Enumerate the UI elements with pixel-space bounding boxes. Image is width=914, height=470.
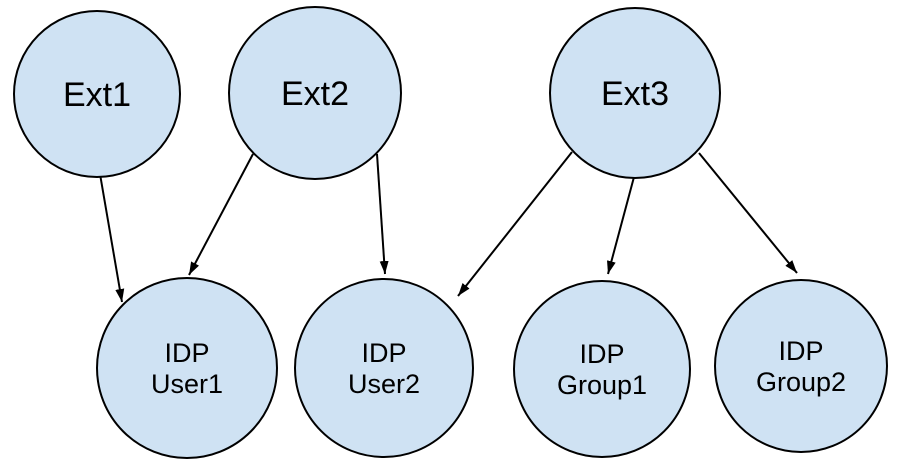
node-label-line: Group2 xyxy=(756,367,846,397)
edge-ext3-to-idp-group1 xyxy=(607,176,635,275)
node-label-ext3: Ext3 xyxy=(601,75,669,113)
edge-ext2-to-idp-user1 xyxy=(188,153,254,276)
node-label-line: Ext3 xyxy=(601,75,669,113)
node-circle-idp-group2 xyxy=(714,279,888,453)
node-label-line: IDP xyxy=(361,338,406,368)
node-circle-ext2 xyxy=(228,6,402,180)
node-label-line: IDP xyxy=(778,336,823,366)
node-label-line: Ext2 xyxy=(281,75,349,113)
node-circle-ext3 xyxy=(549,7,721,179)
node-label-line: User2 xyxy=(348,369,420,399)
edge-ext1-to-idp-user1 xyxy=(99,173,125,303)
edge-ext3-to-idp-group2 xyxy=(698,152,798,274)
node-label-line: IDP xyxy=(164,338,209,368)
node-label-line: User1 xyxy=(151,369,223,399)
node-label-line: Ext1 xyxy=(63,76,131,114)
node-circle-idp-group1 xyxy=(513,280,691,458)
edge-ext3-to-idp-user2 xyxy=(457,151,573,297)
node-circle-ext1 xyxy=(13,10,181,178)
node-label-line: Group1 xyxy=(557,370,647,400)
node-ext3: Ext3 xyxy=(549,7,721,179)
node-circle-idp-user1 xyxy=(96,277,278,459)
node-label-line: IDP xyxy=(579,339,624,369)
node-label-ext2: Ext2 xyxy=(281,75,349,113)
node-circle-idp-user2 xyxy=(294,278,474,458)
node-ext2: Ext2 xyxy=(228,6,402,180)
node-ext1: Ext1 xyxy=(13,10,181,178)
node-label-ext1: Ext1 xyxy=(63,76,131,114)
edge-ext2-to-idp-user2 xyxy=(376,153,389,275)
